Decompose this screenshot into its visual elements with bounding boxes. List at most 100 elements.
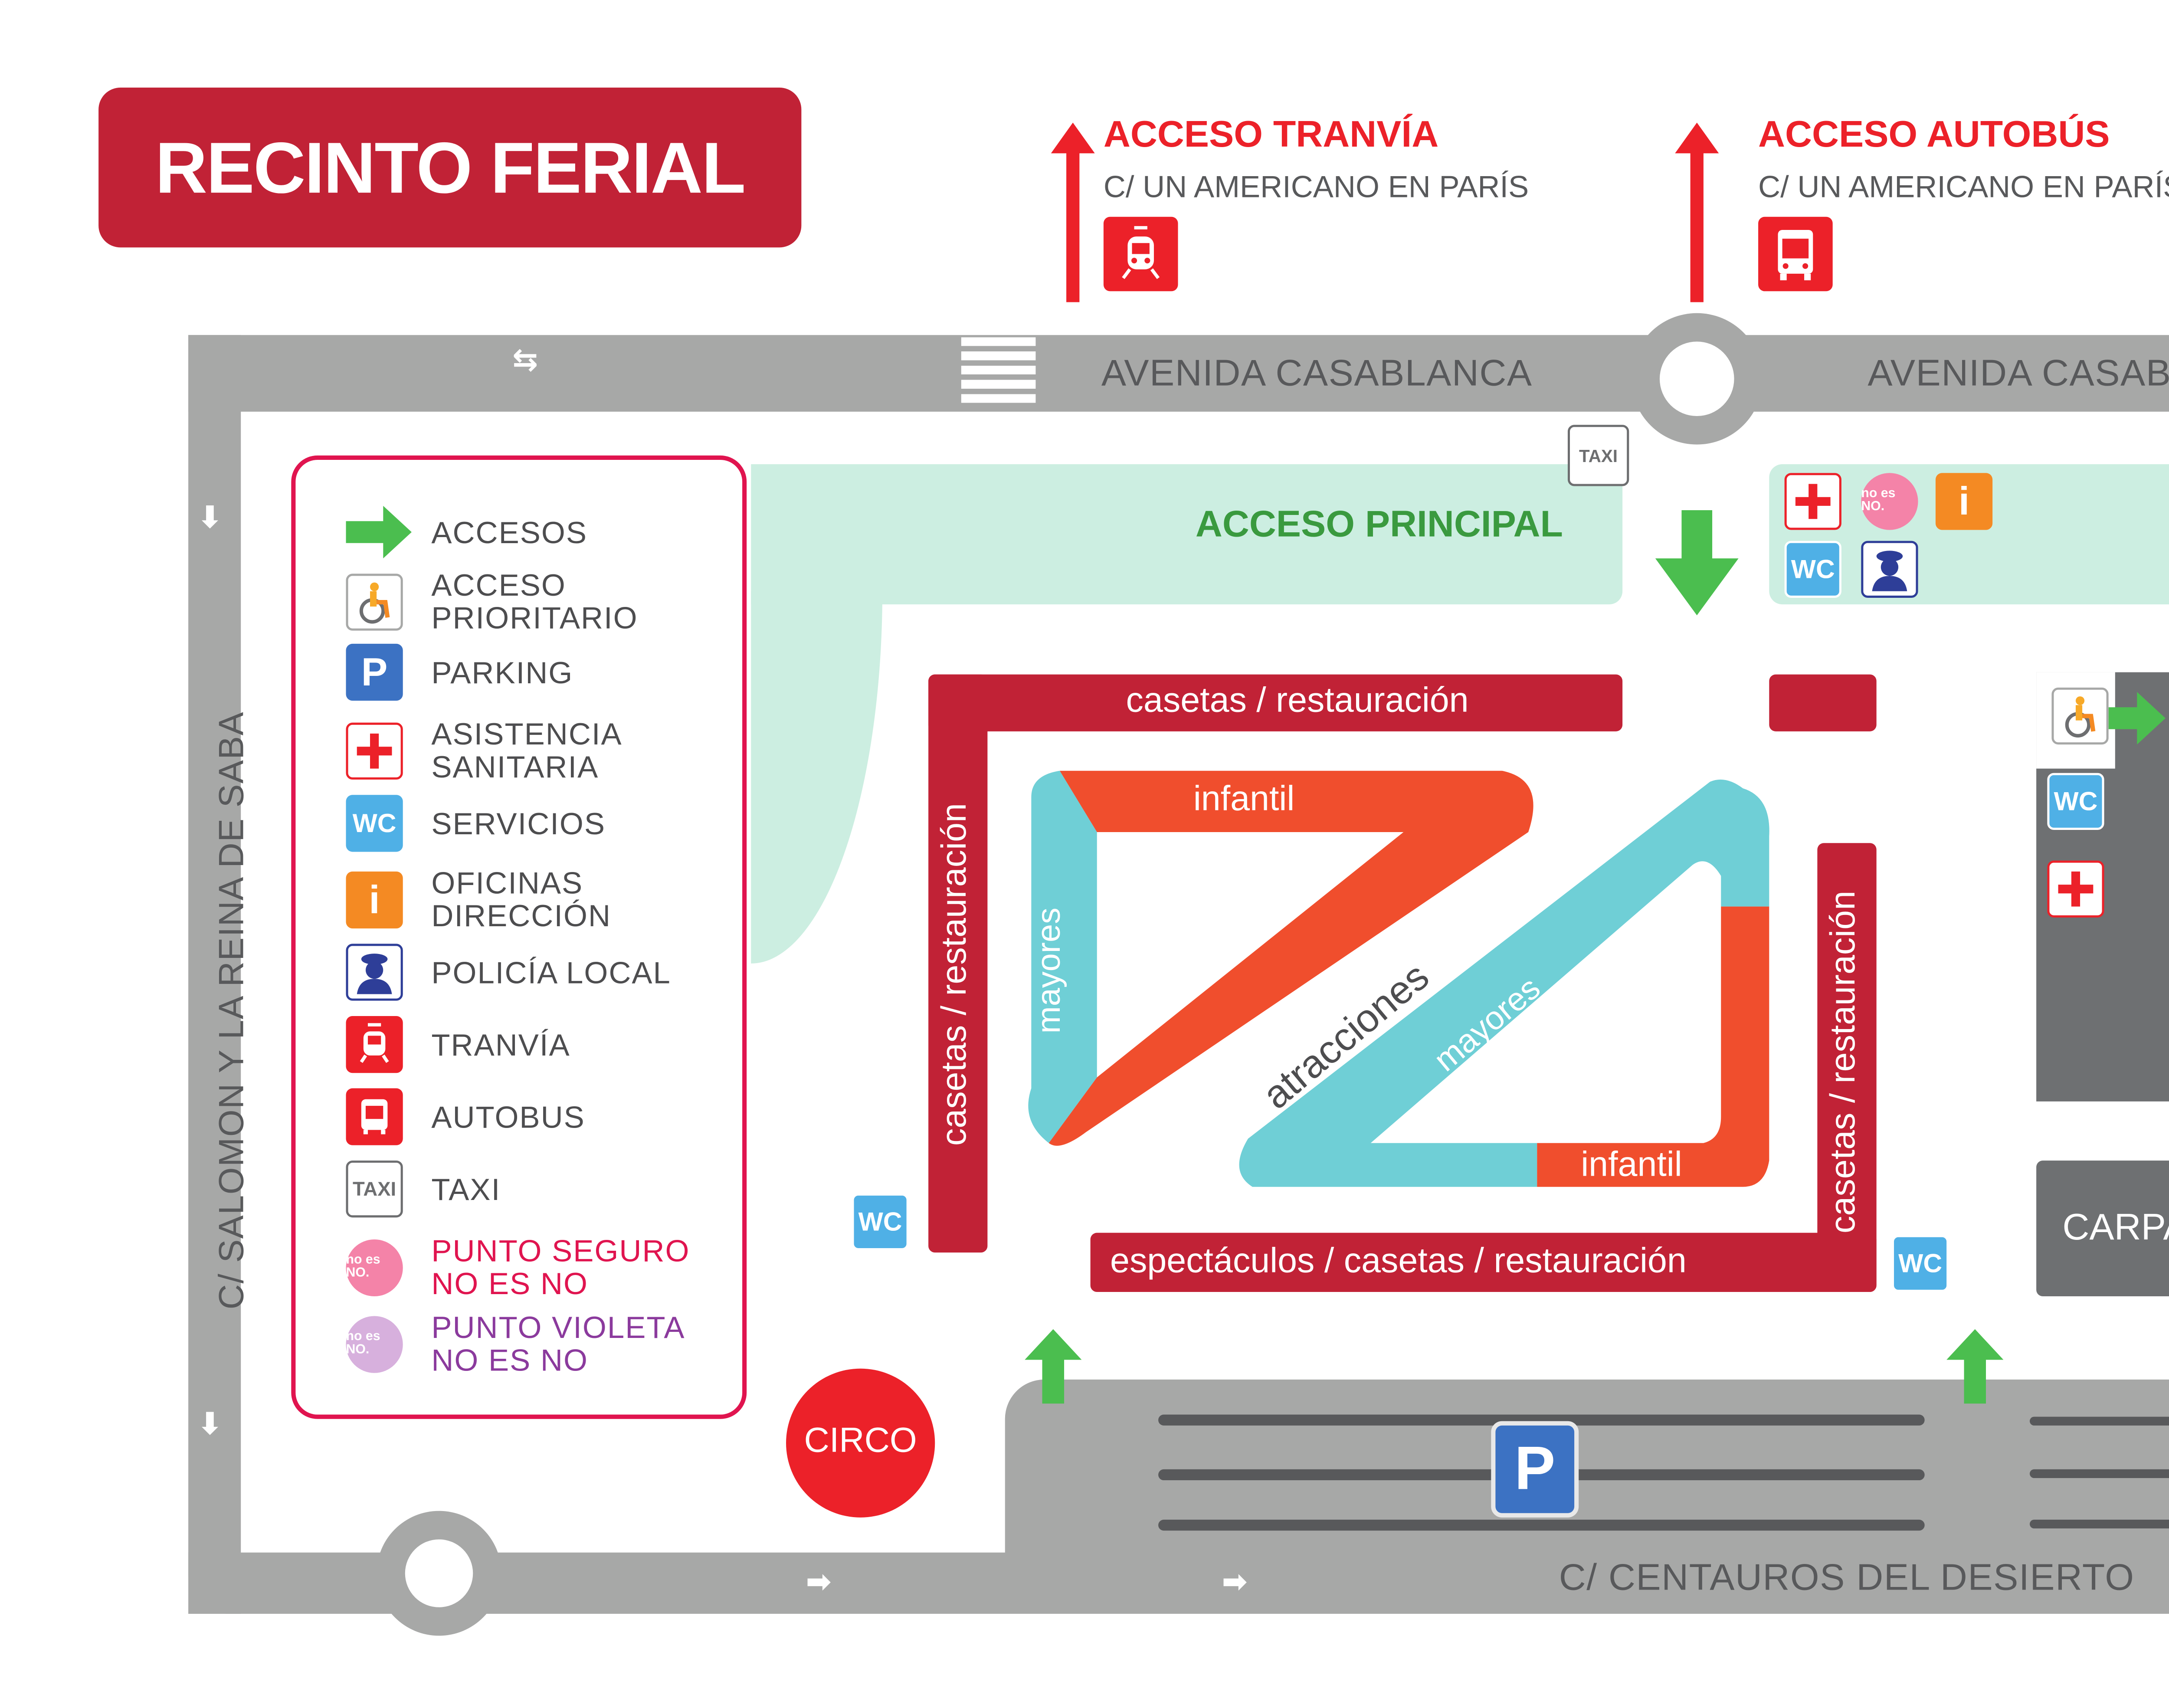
page-title: RECINTO FERIAL <box>155 126 746 207</box>
wc-icon: WC <box>2047 773 2104 830</box>
tram-icon <box>1103 216 1178 292</box>
street-label-avenida-casablanca: AVENIDA CASABLANCA <box>1101 352 1533 394</box>
first-aid-icon <box>2047 860 2104 918</box>
bus-icon <box>346 1088 403 1145</box>
parking-lane <box>2029 1416 2169 1426</box>
legend-label: SERVICIOS <box>431 804 606 840</box>
zone-label: casetas / restauración <box>1826 890 1864 1234</box>
down-arrow-icon: ⬇ <box>197 1406 223 1441</box>
right-arrow-icon: ➡ <box>1222 1563 1248 1599</box>
tram-icon <box>346 1016 403 1073</box>
road-avenida-casablanca <box>188 335 2169 412</box>
legend-label: ACCESO PRIORITARIO <box>431 567 638 635</box>
red-up-arrow-icon <box>1675 122 1719 302</box>
roundabout-island <box>1659 341 1734 416</box>
taxi-icon: TAXI <box>1567 425 1629 486</box>
punto-violeta-icon: no es NO. <box>346 1316 403 1373</box>
legend-item-punto-seguro: no es NO. PUNTO SEGURO NO ES NO <box>346 1233 690 1301</box>
legend-label: TRANVÍA <box>431 1026 570 1061</box>
red-up-arrow-icon <box>1051 122 1095 302</box>
parking-lane <box>2029 1519 2169 1529</box>
zone-label: casetas / restauración <box>937 803 975 1146</box>
casetas-small-block <box>1769 674 1877 731</box>
info-icon: i <box>1935 473 1993 530</box>
zone-label: infantil <box>1581 1147 1682 1185</box>
legend-label: OFICINAS DIRECCIÓN <box>431 865 612 933</box>
police-icon <box>346 944 403 1001</box>
zone-label: espectáculos / casetas / restauración <box>1110 1242 1687 1280</box>
parking-lane <box>1158 1519 1925 1531</box>
legend-item-accesos: ACCESOS <box>346 504 587 561</box>
carpa-cerveza: CARPA CERVEZA <box>2036 1161 2169 1297</box>
green-right-arrow-icon <box>2108 692 2166 745</box>
legend-item-policia: POLICÍA LOCAL <box>346 944 671 1001</box>
first-aid-icon <box>1784 473 1841 530</box>
wc-icon: WC <box>1784 541 1841 598</box>
green-up-arrow-icon <box>1025 1329 1082 1404</box>
zone-label: mayores <box>1031 907 1069 1034</box>
legend-label: PUNTO SEGURO NO ES NO <box>431 1233 690 1301</box>
zone-label: casetas / restauración <box>1126 683 1469 721</box>
taxi-icon: TAXI <box>346 1161 403 1218</box>
legend-item-oficinas: i OFICINAS DIRECCIÓN <box>346 865 612 933</box>
two-way-arrow-icon: ⇆ <box>512 341 538 377</box>
legend-item-acceso-prioritario: ACCESO PRIORITARIO <box>346 567 638 635</box>
first-aid-icon <box>346 722 403 780</box>
carpa-cerveza-label: CARPA CERVEZA <box>2062 1206 2169 1249</box>
bus-access-street: C/ UN AMERICANO EN PARÍS <box>1758 168 2169 204</box>
wc-icon: WC <box>1891 1235 1949 1292</box>
legend-item-servicios: WC SERVICIOS <box>346 795 606 852</box>
circo: CIRCO <box>786 1368 935 1518</box>
parking-icon: P <box>1491 1421 1579 1518</box>
down-arrow-icon: ⬇ <box>197 499 223 534</box>
wheelchair-icon <box>2051 687 2109 745</box>
wheelchair-icon <box>346 574 403 631</box>
track-infantil-bottom <box>1537 906 1769 1187</box>
wc-icon: WC <box>346 795 403 852</box>
legend-label: PARKING <box>431 653 573 689</box>
street-label-centauros: C/ CENTAUROS DEL DESIERTO <box>1559 1557 2135 1599</box>
parking-lane <box>2029 1469 2169 1478</box>
crosswalk <box>961 337 1036 407</box>
right-arrow-icon: ➡ <box>806 1563 832 1599</box>
legend-item-asistencia: ASISTENCIA SANITARIA <box>346 716 623 784</box>
title-banner: RECINTO FERIAL <box>98 87 802 248</box>
casetas-right <box>1817 843 1877 1292</box>
info-icon: i <box>346 871 403 929</box>
acceso-principal-curve <box>751 591 883 964</box>
green-down-arrow-icon <box>1655 510 1739 616</box>
legend-label: POLICÍA LOCAL <box>431 954 671 989</box>
punto-seguro-icon: no es NO. <box>346 1239 403 1297</box>
legend-item-autobus: AUTOBUS <box>346 1088 585 1145</box>
wc-icon: WC <box>852 1193 909 1251</box>
track-mayores-left <box>1028 770 1097 1143</box>
casetas-bottom: espectáculos / casetas / restauración <box>1090 1233 1877 1292</box>
acceso-principal-label: ACCESO PRINCIPAL <box>1195 503 1563 545</box>
zone-label: infantil <box>1193 781 1295 819</box>
tram-access-title: ACCESO TRANVÍA <box>1103 114 1439 156</box>
legend-label: ASISTENCIA SANITARIA <box>431 716 623 784</box>
track-infantil-top <box>1048 770 1533 1146</box>
casetas-top: casetas / restauración <box>928 674 1623 731</box>
atracciones-tracks <box>1028 770 1769 1187</box>
green-up-arrow-icon <box>1946 1329 2004 1404</box>
acceso-principal-zone <box>751 464 1623 605</box>
roundabout-island <box>405 1539 473 1607</box>
legend-item-tranvia: TRANVÍA <box>346 1016 570 1073</box>
legend-item-parking: P PARKING <box>346 643 573 701</box>
bus-icon <box>1758 216 1833 292</box>
parking-icon: P <box>346 643 403 701</box>
road-salomon <box>188 335 241 1614</box>
legend-label: TAXI <box>431 1170 501 1206</box>
casetas-left <box>928 674 988 1253</box>
bus-access-title: ACCESO AUTOBÚS <box>1758 114 2110 156</box>
legend-item-taxi: TAXI TAXI <box>346 1161 501 1218</box>
police-icon <box>1861 541 1918 598</box>
street-label-salomon: C/ SALOMON Y LA REINA DE SABA <box>214 711 252 1310</box>
track-mayores-diag <box>1239 779 1769 1187</box>
legend-label: PUNTO VIOLETA NO ES NO <box>431 1309 685 1377</box>
legend-label: AUTOBUS <box>431 1098 585 1134</box>
punto-seguro-icon: no es NO. <box>1861 473 1918 530</box>
tram-access-street: C/ UN AMERICANO EN PARÍS <box>1103 168 1529 204</box>
